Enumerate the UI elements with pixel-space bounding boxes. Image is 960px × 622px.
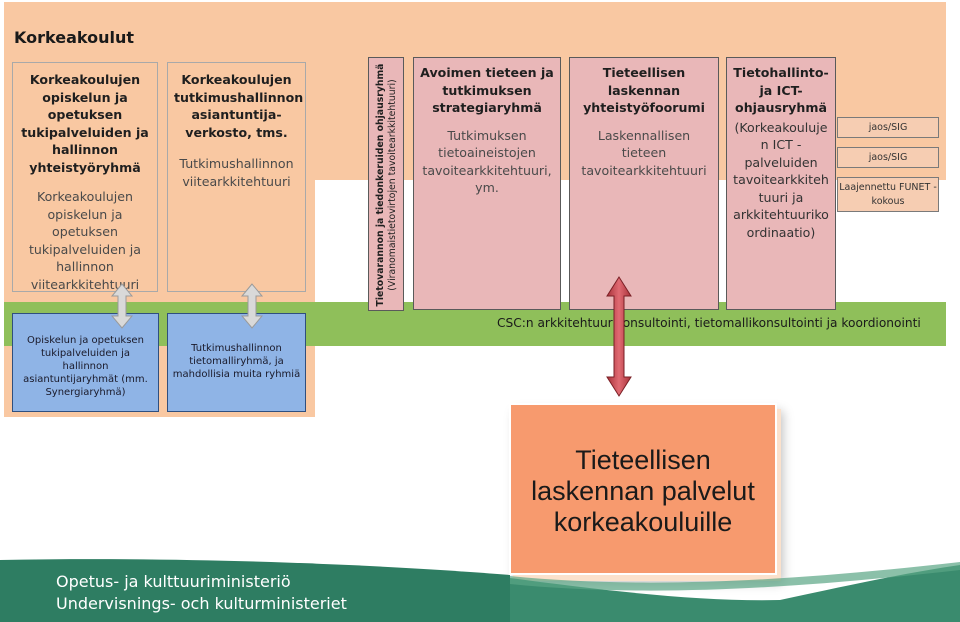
box-text: Tutkimuksen tietoaineistojen tavoitearkk…	[422, 127, 552, 196]
grey-double-arrow-2	[240, 283, 264, 329]
box-text: Laskennallisen tieteen tavoitearkkitehtu…	[581, 127, 707, 178]
box-tietohallinto-ohjausryhma: Tietohallinto-ja ICT-ohjausryhmä (Korkea…	[726, 57, 836, 310]
box-title: Tietohallinto-ja ICT-ohjausryhmä	[733, 65, 829, 115]
main-service-box: Tieteellisen laskennan palvelut korkeako…	[509, 403, 777, 575]
sig-box-1: jaos/SIG	[837, 117, 939, 138]
blue-box-asiantuntijaryhmat: Opiskelun ja opetuksen tukipalveluiden j…	[12, 313, 159, 412]
funet-box: Laajennettu FUNET -kokous	[837, 177, 939, 212]
box-title: Tieteellisen laskennan yhteistyöfoorumi	[583, 65, 705, 115]
csc-text: CSC:n arkkitehtuurikonsultointi, tietoma…	[497, 316, 921, 330]
main-line-2: laskennan palvelut	[531, 476, 755, 506]
ministry-name: Opetus- ja kulttuuriministeriö Undervisn…	[56, 571, 347, 615]
box-title: Korkeakoulujen opiskelun ja opetuksen tu…	[21, 72, 149, 175]
blue-box-tietomalliryhma: Tutkimushallinnon tietomalliryhmä, ja ma…	[167, 313, 306, 412]
sig-box-2: jaos/SIG	[837, 147, 939, 168]
box-opiskelu-yhteistyoryhma: Korkeakoulujen opiskelun ja opetuksen tu…	[12, 62, 158, 292]
region-title: Korkeakoulut	[14, 28, 134, 47]
box-tietovaranto-ohjausryhma: Tietovarannon ja tiedonkeruiden ohjausry…	[368, 57, 404, 311]
ministry-fi: Opetus- ja kulttuuriministeriö	[56, 572, 291, 591]
box-avoin-tiede: Avoimen tieteen ja tutkimuksen strategia…	[413, 57, 561, 310]
main-line-1: Tieteellisen	[575, 445, 711, 475]
box-title: Korkeakoulujen tutkimushallinnon asiantu…	[174, 72, 304, 140]
red-double-arrow	[606, 276, 632, 397]
box-text: (Korkeakouluje n ICT - palveluiden tavoi…	[733, 119, 829, 240]
grey-double-arrow-1	[110, 283, 134, 329]
box-text: Korkeakoulujen opiskelun ja opetuksen tu…	[28, 189, 142, 292]
box-title: Avoimen tieteen ja tutkimuksen strategia…	[420, 65, 554, 115]
main-line-3: korkeakouluille	[553, 507, 733, 537]
box-laskenta-foorumi: Tieteellisen laskennan yhteistyöfoorumi …	[569, 57, 719, 310]
box-text: Tutkimushallinnon viitearkkitehtuuri	[179, 156, 294, 189]
box-tutkimushallinto-verkosto: Korkeakoulujen tutkimushallinnon asiantu…	[167, 62, 306, 292]
ministry-sv: Undervisnings- och kulturministeriet	[56, 594, 347, 613]
